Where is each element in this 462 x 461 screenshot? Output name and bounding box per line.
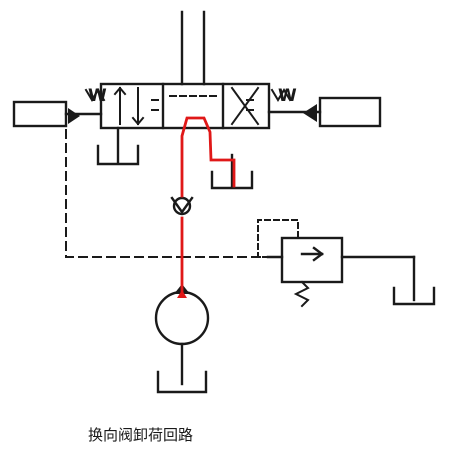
valve-right-envelope [230, 86, 260, 126]
relief-valve-icon [257, 219, 436, 308]
spring-right-label: W [278, 86, 297, 106]
valve-left-envelope [113, 86, 159, 126]
pump-icon [154, 284, 210, 386]
pilot-triangle-left [68, 108, 80, 124]
tank-valve-left-icon [96, 126, 140, 166]
spring-left-icon [84, 88, 106, 102]
tank-pump-icon [156, 370, 208, 394]
solenoid-right [318, 96, 382, 128]
diagram-caption: 换向阀卸荷回路 [88, 426, 194, 444]
unloading-flow-path [177, 116, 236, 298]
spring-left-label: W [88, 86, 107, 106]
pilot-line-dashed [65, 129, 183, 258]
check-valve-seat [170, 196, 194, 215]
spring-right-icon [270, 88, 292, 102]
solenoid-left [12, 100, 68, 128]
pilot-triangle-right [303, 104, 317, 122]
